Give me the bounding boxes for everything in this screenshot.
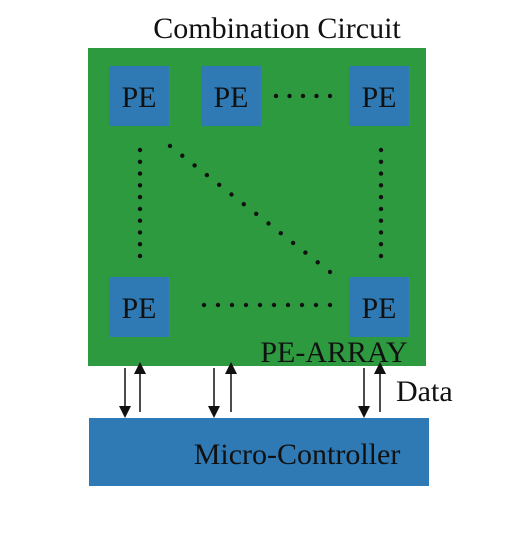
dot (257, 302, 263, 308)
dot (378, 242, 384, 247)
dot (378, 218, 384, 223)
dot (299, 302, 305, 308)
dot (378, 159, 384, 164)
dot (378, 194, 384, 200)
dot (287, 93, 292, 99)
dot (378, 253, 384, 259)
dot (137, 194, 143, 200)
dot (137, 206, 143, 212)
dot (327, 269, 333, 275)
dot (290, 240, 296, 246)
dot (215, 302, 221, 308)
dot (378, 230, 384, 235)
dot (137, 253, 143, 259)
dot (217, 182, 222, 187)
dot (137, 159, 143, 164)
pe-label: PE (213, 81, 248, 114)
dot (137, 242, 143, 247)
pe-box-top-right (349, 66, 409, 126)
dot (137, 183, 143, 188)
pe-array-label: PE-ARRAY (260, 336, 407, 369)
diagram-title: Combination Circuit (153, 12, 401, 45)
pe-box-bottom-left (109, 277, 169, 337)
pe-label: PE (361, 292, 396, 325)
dot (137, 147, 143, 153)
dot (204, 172, 210, 178)
dot (327, 93, 333, 99)
dots-bottom-row (201, 302, 333, 308)
dots-right-column (378, 147, 384, 259)
dot (167, 143, 173, 149)
dot (229, 302, 235, 308)
micro-controller-block (89, 418, 429, 486)
dot (137, 230, 143, 235)
dot (201, 302, 207, 308)
pe-box-top-left (109, 66, 169, 126)
pe-box-top-middle (201, 66, 261, 126)
dot (378, 171, 384, 176)
dots-diagonal (167, 143, 333, 275)
dot (241, 202, 246, 207)
dot (266, 221, 271, 226)
dot (303, 250, 308, 255)
pe-label: PE (121, 292, 156, 325)
dot (313, 302, 319, 308)
dot (137, 171, 143, 176)
dot (271, 302, 277, 308)
dot (378, 206, 384, 212)
dot (254, 211, 259, 216)
dot (278, 231, 283, 236)
dot (180, 153, 185, 158)
dot (378, 183, 384, 188)
dots-left-column (137, 147, 143, 259)
dot (137, 218, 143, 223)
dot (273, 93, 279, 99)
dot (327, 302, 333, 308)
dot (314, 93, 319, 99)
dots-top-row (273, 93, 333, 99)
dot (192, 163, 197, 168)
dot (229, 192, 234, 197)
dot (300, 93, 306, 99)
micro-controller-label: Micro-Controller (194, 438, 401, 471)
data-label: Data (396, 375, 453, 408)
dot (378, 147, 384, 153)
dot (243, 302, 249, 308)
pe-box-bottom-right (349, 277, 409, 337)
data-arrows (119, 362, 386, 418)
pe-label: PE (121, 81, 156, 114)
dot (285, 302, 291, 308)
pe-label: PE (361, 81, 396, 114)
dot (315, 260, 320, 265)
